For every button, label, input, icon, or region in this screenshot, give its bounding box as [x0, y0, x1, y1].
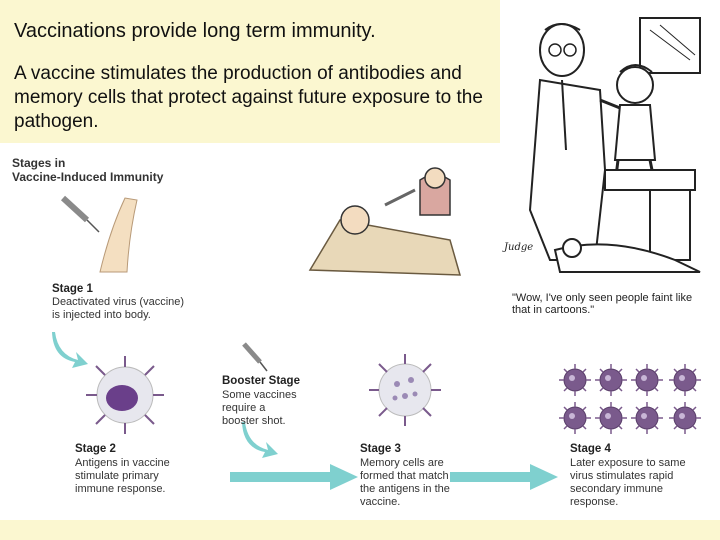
slide-title: Vaccinations provide long term immunity.: [14, 20, 376, 42]
patient-nurse-illustration: [308, 167, 462, 276]
stage3-text: Memory cells are formed that match the a…: [360, 457, 450, 508]
cartoon-signature: Judge: [502, 242, 533, 253]
arrow-right-stage3: [450, 464, 558, 490]
stage2-text: Antigens in vaccine stimulate primary im…: [75, 457, 170, 495]
memory-cell-stage3-icon: [369, 354, 441, 426]
booster-title: Booster Stage: [222, 375, 300, 387]
cartoon-caption: "Wow, I've only seen people faint like t…: [512, 292, 693, 316]
arrow-down-stage1: [52, 332, 88, 368]
doctor-cartoon: Judge: [502, 12, 718, 288]
bottom-strip: [0, 520, 720, 540]
booster-text: Some vaccines require a booster shot.: [222, 389, 297, 427]
stage4-text: Later exposure to same virus stimulates …: [570, 457, 686, 508]
immune-cell-stage2-icon: [86, 356, 164, 434]
diagram-heading: Stages in Vaccine-Induced Immunity: [12, 156, 164, 184]
stage1-text: Deactivated virus (vaccine) is injected …: [52, 296, 185, 321]
text-box: Vaccinations provide long term immunity.…: [0, 0, 500, 143]
arm-syringe-illustration: [60, 195, 138, 273]
booster-syringe-icon: [242, 342, 268, 372]
arrow-down-booster: [242, 422, 278, 458]
stage1-title: Stage 1: [52, 283, 93, 295]
stage2-title: Stage 2: [75, 443, 116, 455]
cell-grid-stage4-icon: [558, 363, 702, 435]
stage4-title: Stage 4: [570, 443, 611, 455]
slide-body: A vaccine stimulates the production of a…: [14, 63, 483, 132]
stage3-title: Stage 3: [360, 443, 401, 455]
arrow-right-stage2: [230, 464, 358, 490]
